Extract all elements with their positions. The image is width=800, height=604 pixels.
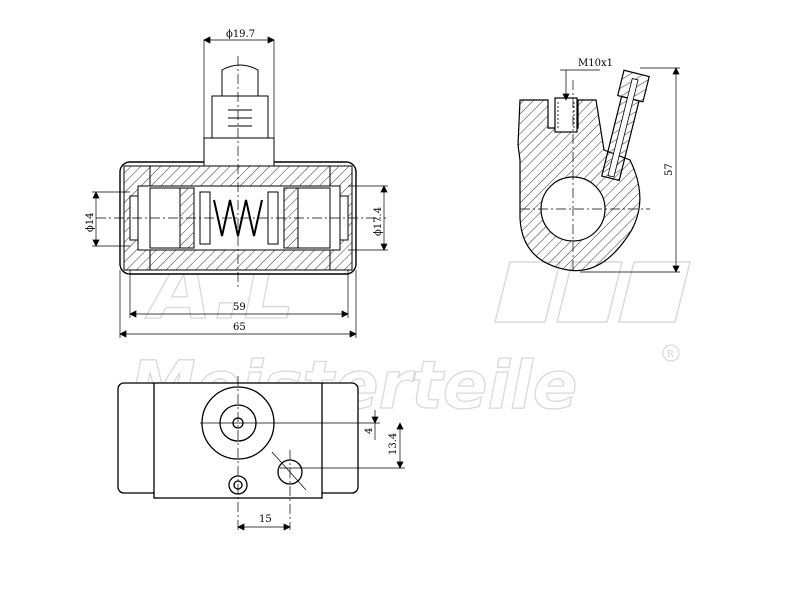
bottom-wall-section bbox=[149, 249, 331, 271]
dim-inner-length: 59 bbox=[233, 302, 246, 313]
side-section-view bbox=[517, 69, 650, 272]
side-view-dimensions bbox=[560, 67, 680, 273]
trademark-circle bbox=[662, 344, 680, 362]
dim-offset-large: 13.4 bbox=[388, 433, 399, 455]
dim-offset-small: 4 bbox=[364, 428, 375, 434]
front-section-view bbox=[96, 56, 386, 290]
watermark-stripes bbox=[494, 261, 691, 323]
trademark-letter: R bbox=[667, 350, 674, 360]
dim-bore-right: ϕ17.4 bbox=[373, 207, 384, 236]
bottom-right-boot bbox=[317, 382, 359, 494]
dim-height: 57 bbox=[664, 163, 675, 176]
top-wall-section bbox=[149, 165, 331, 187]
dim-bore-top: ϕ19.7 bbox=[226, 29, 255, 40]
dim-bore-left: ϕ14 bbox=[85, 212, 96, 232]
front-view-dimensions bbox=[92, 36, 388, 338]
bottom-left-boot bbox=[117, 382, 159, 494]
bleed-valve-cap bbox=[221, 64, 259, 97]
bottom-view-dimensions bbox=[200, 376, 405, 531]
bleed-valve-body bbox=[211, 95, 269, 139]
dim-thread: M10x1 bbox=[578, 58, 613, 69]
bleed-nipple-section bbox=[601, 69, 650, 182]
bleed-valve-base bbox=[203, 137, 275, 167]
dim-hole-spacing: 15 bbox=[259, 514, 272, 525]
dim-overall-length: 65 bbox=[233, 322, 246, 333]
